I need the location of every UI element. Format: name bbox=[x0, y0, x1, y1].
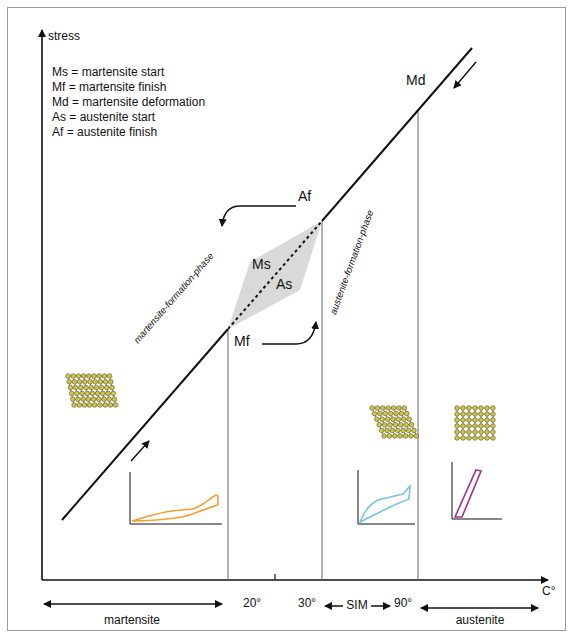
temperature-value: 30° bbox=[298, 597, 316, 611]
axis-label: stress bbox=[48, 30, 80, 44]
martensite-formation-arrow bbox=[222, 206, 296, 226]
point-label: Md bbox=[406, 72, 425, 88]
af-guide-line bbox=[322, 221, 323, 580]
austenite-curve-inset bbox=[452, 462, 502, 519]
definition-text: As = austenite start bbox=[52, 111, 155, 125]
point-label: Mf bbox=[234, 333, 250, 349]
sim-curve-inset bbox=[358, 470, 415, 524]
phase-label: martensite-formation-phase bbox=[132, 251, 216, 346]
sim-lattice bbox=[370, 406, 419, 439]
austenite-formation-arrow bbox=[262, 322, 316, 344]
phase-label: austenite-formation-phase bbox=[328, 208, 376, 315]
region-shape bbox=[228, 221, 322, 329]
austenite-range-arrow bbox=[421, 607, 538, 608]
direction-arrow bbox=[454, 62, 476, 88]
direction-arrow bbox=[131, 441, 149, 461]
temperature-value: 20° bbox=[243, 597, 261, 611]
range-label: SIM bbox=[343, 599, 370, 613]
temperature-value: 90° bbox=[394, 597, 412, 611]
range-label: austenite bbox=[456, 614, 505, 628]
martensite-lattice bbox=[66, 374, 118, 408]
transformation-line bbox=[322, 48, 472, 221]
tick bbox=[274, 574, 275, 580]
temperature-axis bbox=[42, 579, 548, 581]
axis-label: C° bbox=[542, 585, 555, 599]
point-label: Af bbox=[298, 188, 311, 204]
transformation-line bbox=[62, 329, 228, 520]
definition-text: Af = austenite finish bbox=[52, 126, 157, 140]
md-guide-line bbox=[418, 110, 419, 580]
austenite-lattice bbox=[455, 406, 496, 441]
temperature-point-label: Ms bbox=[252, 256, 271, 272]
definition-text: Md = martensite deformation bbox=[52, 96, 205, 110]
martensite-range-arrow bbox=[44, 603, 222, 604]
frame bbox=[8, 8, 566, 631]
martensite-curve-inset bbox=[130, 472, 222, 524]
stress-axis bbox=[41, 30, 43, 580]
transformation-region: MsAs bbox=[228, 221, 322, 329]
definition-text: Ms = martensite start bbox=[52, 66, 164, 80]
definition-text: Mf = martensite finish bbox=[52, 81, 166, 95]
mf-guide-line bbox=[228, 329, 229, 580]
range-label: martensite bbox=[104, 614, 160, 628]
temperature-point-label: As bbox=[276, 276, 292, 292]
